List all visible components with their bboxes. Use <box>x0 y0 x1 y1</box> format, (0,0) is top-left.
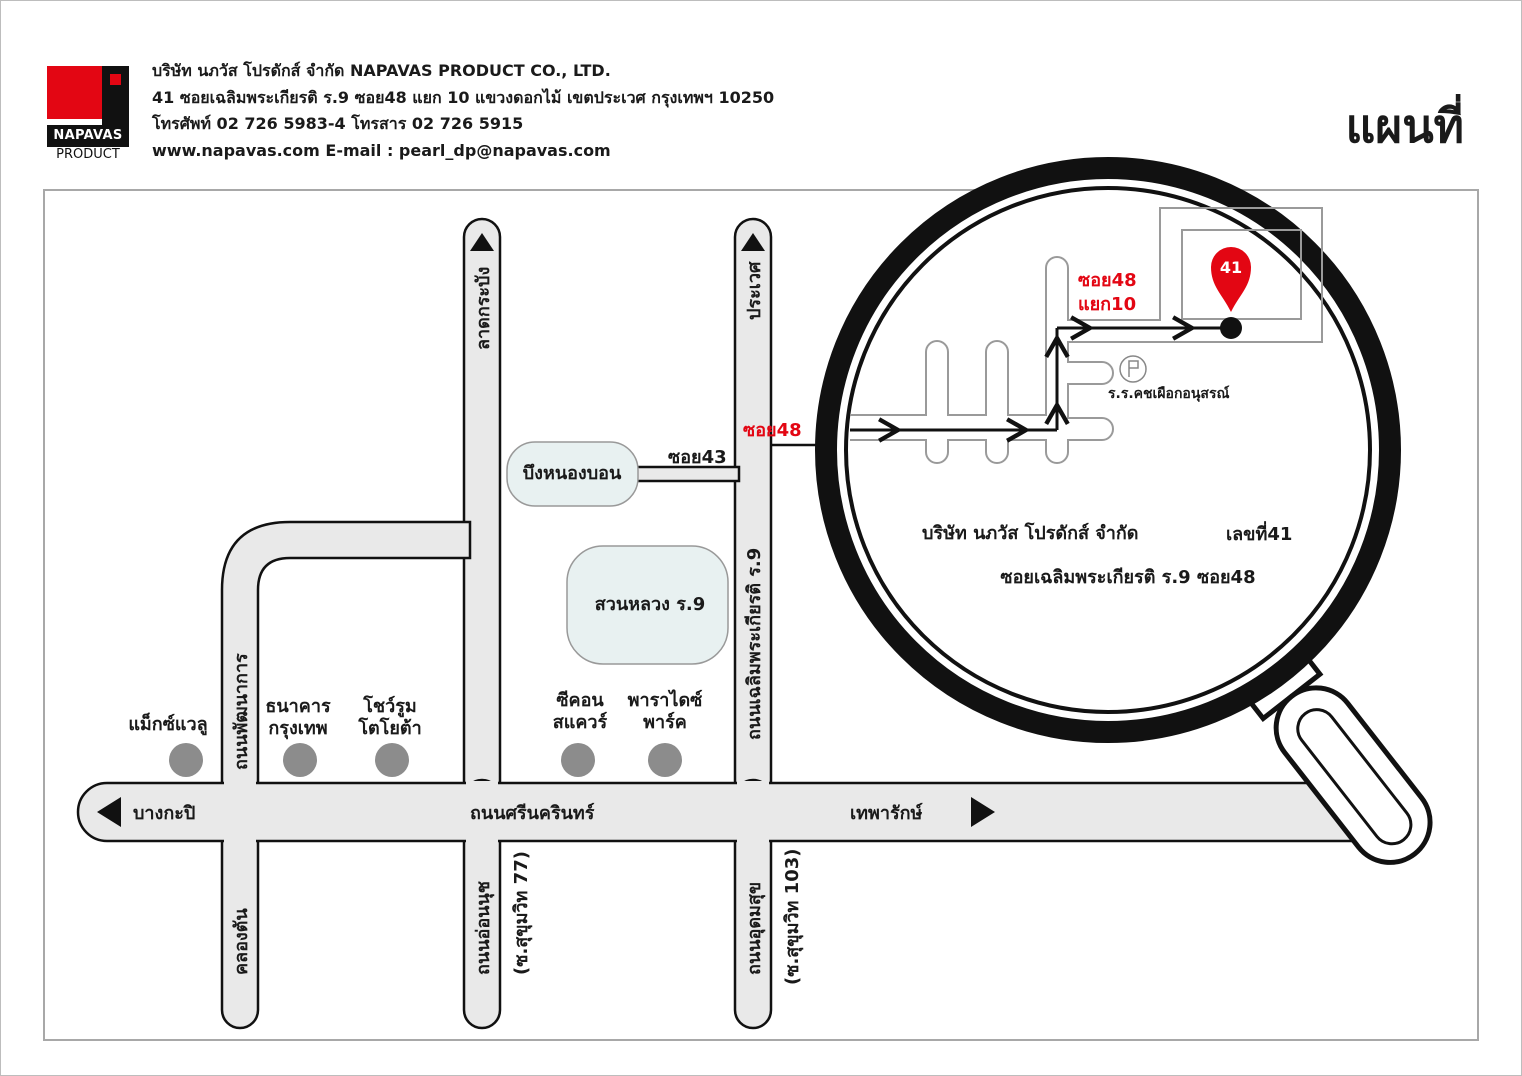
page-header: NAPAVAS PRODUCT บริษัท นภวัส โปรดักส์ จำ… <box>0 0 1522 185</box>
label-on-nut: ถนนอ่อนนุช <box>473 881 495 975</box>
route-path <box>850 315 1228 443</box>
suan-luang-park <box>566 545 729 665</box>
logo-text-product: PRODUCT <box>56 147 120 162</box>
label-soi48-branch: ซอย48 <box>1078 270 1137 291</box>
landmark-dot <box>375 743 409 777</box>
label-soi43: ซอย43 <box>668 447 727 468</box>
company-address: 41 ซอยเฉลิมพระเกียรติ ร.9 ซอย48 แยก 10 แ… <box>152 87 775 107</box>
road-srinagarindra <box>76 781 1392 843</box>
landmark-dot <box>561 743 595 777</box>
label-bueng-nong-bon: บึงหนองบอน <box>523 463 622 484</box>
label-seacon-1: ซีคอน <box>556 690 604 711</box>
label-seacon-2: สแควร์ <box>553 711 608 733</box>
callout-address: ซอยเฉลิมพระเกียรติ ร.9 ซอย48 <box>1000 567 1255 588</box>
label-lat-krabang: ลาดกระบัง <box>473 267 494 350</box>
destination-dot <box>1220 317 1242 339</box>
label-bangkok-bank-1: ธนาคาร <box>265 696 331 717</box>
callout-company: บริษัท นภวัส โปรดักส์ จำกัด <box>922 522 1138 544</box>
label-suan-luang: สวนหลวง ร.9 <box>595 594 706 615</box>
label-max-value: แม็กซ์แวลู <box>128 712 207 736</box>
label-udom-suk: ถนนอุดมสุข <box>744 882 766 975</box>
label-soi48-branch10: แยก10 <box>1078 294 1136 315</box>
arrow-north-icon <box>470 233 494 251</box>
road-soi43 <box>634 465 741 483</box>
school-flag-icon <box>1119 355 1147 383</box>
company-name: บริษัท นภวัส โปรดักส์ จำกัด NAPAVAS PROD… <box>152 61 611 80</box>
map-pin-icon <box>1211 247 1251 312</box>
label-school: ร.ร.คชเผือกอนุสรณ์ <box>1108 385 1229 402</box>
label-soi-103: (ซ.สุขุมวิท 103) <box>782 849 804 985</box>
label-phatthanakan: ถนนพัฒนาการ <box>231 653 252 770</box>
road-phatthanakan <box>220 520 472 802</box>
landmark-dot <box>169 743 203 777</box>
napavas-logo: NAPAVAS PRODUCT <box>47 66 129 164</box>
label-soi48: ซอย48 <box>743 420 802 441</box>
label-toyota-1: โชว์รูม <box>362 695 417 718</box>
company-info: บริษัท นภวัส โปรดักส์ จำกัด NAPAVAS PROD… <box>152 58 774 164</box>
arrow-north-icon <box>741 233 765 251</box>
magnifier-glass <box>815 157 1401 743</box>
label-srinagarindra: ถนนศรีนครินทร์ <box>470 802 595 824</box>
label-prawet: ประเวศ <box>744 261 765 320</box>
arrow-east-icon <box>971 797 995 827</box>
label-khlong-tan: คลองตัน <box>231 908 252 975</box>
label-bangkapi: บางกะปิ <box>133 803 195 824</box>
bueng-nong-bon-area <box>506 441 639 507</box>
company-web-email[interactable]: www.napavas.com E-mail : pearl_dp@napava… <box>152 140 611 160</box>
label-paradise-2: พาร์ค <box>643 711 687 733</box>
callout-number: เลขที่41 <box>1226 521 1292 545</box>
logo-text-napavas: NAPAVAS <box>47 125 129 147</box>
pin-number: 41 <box>1220 258 1242 277</box>
label-bangkok-bank-2: กรุงเทพ <box>268 718 327 740</box>
zoomed-streets <box>850 207 1323 464</box>
landmark-dot <box>283 743 317 777</box>
label-soi-77: (ซ.สุขุมวิท 77) <box>511 851 533 975</box>
label-chaloem-r9: ถนนเฉลิมพระเกียรติ ร.9 <box>744 548 765 740</box>
landmark-dot <box>648 743 682 777</box>
company-phone: โทรศัพท์ 02 726 5983-4 โทรสาร 02 726 591… <box>152 114 524 133</box>
label-paradise-1: พาราไดซ์ <box>628 689 703 711</box>
arrow-west-icon <box>97 797 121 827</box>
page-title: แผนที่ <box>1345 99 1464 153</box>
label-toyota-2: โตโยต้า <box>357 717 421 739</box>
label-theparak: เทพารักษ์ <box>850 802 923 824</box>
